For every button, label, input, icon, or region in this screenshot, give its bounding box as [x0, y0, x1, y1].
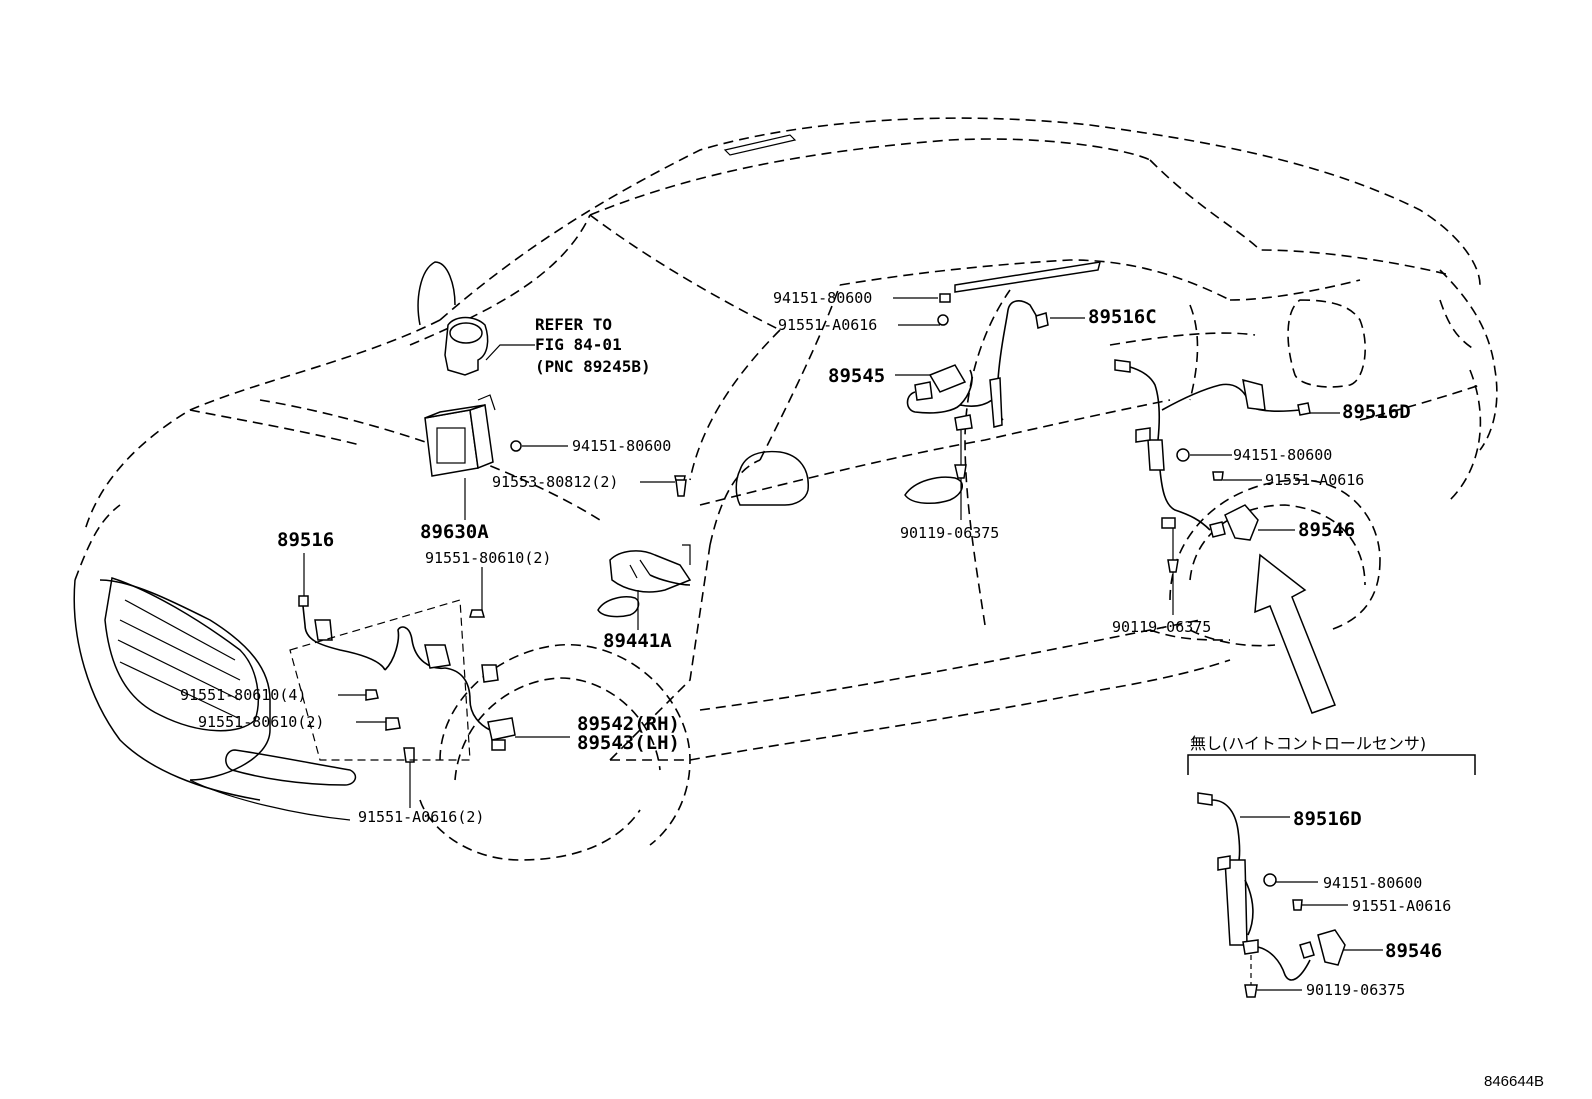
height-control-sensor-part: [906, 293, 973, 431]
inset-no-height-sensor: [1187, 754, 1476, 998]
front-speed-sensor-part: [487, 717, 516, 751]
callout-91551-A0616-rear: 91551-A0616: [1265, 471, 1364, 489]
inset-callout-89516D: 89516D: [1293, 808, 1362, 830]
inset-callout-90119-06375: 90119-06375: [1306, 981, 1405, 999]
callout-94151-80600-rear: 94151-80600: [1233, 446, 1332, 464]
callout-89543-lh: 89543(LH): [577, 732, 680, 754]
callout-94151-80600-top: 94151-80600: [773, 289, 872, 307]
inset-callout-94151-80600: 94151-80600: [1323, 874, 1422, 892]
control-computer-part: [424, 394, 496, 477]
callout-89545: 89545: [828, 365, 885, 387]
inset-title: 無し(ハイトコントロールセンサ): [1190, 734, 1426, 753]
parts: [289, 293, 1336, 763]
front-sensor-wire-part: [298, 595, 499, 731]
callout-89542-rh: 89542(RH): [577, 713, 680, 735]
callout-91551-80610-2-upper: 91551-80610(2): [425, 549, 551, 567]
rear-wire-d-part: [1114, 359, 1311, 573]
callout-90119-06375-rear: 90119-06375: [1112, 618, 1211, 636]
callout-91551-A0616-top: 91551-A0616: [778, 316, 877, 334]
reference-note-line2: FIG 84-01: [535, 335, 622, 354]
inset-callout-91551-A0616: 91551-A0616: [1352, 897, 1451, 915]
leader-lines: [303, 297, 1340, 808]
callout-91551-80610-4: 91551-80610(4): [180, 686, 306, 704]
callout-89546: 89546: [1298, 519, 1355, 541]
labels: REFER TO FIG 84-01 (PNC 89245B) 94151-80…: [180, 289, 1544, 1090]
callout-94151-80600-front: 94151-80600: [572, 437, 671, 455]
callout-89630A: 89630A: [420, 521, 489, 543]
rear-wire-c-part: [959, 300, 1049, 428]
callout-91551-80610-2-lower: 91551-80610(2): [198, 713, 324, 731]
inset-callout-89546: 89546: [1385, 940, 1442, 962]
callout-90119-06375-center: 90119-06375: [900, 524, 999, 542]
callout-89516: 89516: [277, 529, 334, 551]
yaw-rate-sensor-part: [609, 475, 692, 593]
view-arrow: [1254, 553, 1336, 714]
callout-89516C: 89516C: [1088, 306, 1157, 328]
callout-91551-A0616-2: 91551-A0616(2): [358, 808, 484, 826]
reference-note-line1: REFER TO: [535, 315, 612, 334]
callout-89441A: 89441A: [603, 630, 672, 652]
callout-91553-80812: 91553-80812(2): [492, 473, 618, 491]
callout-89516D: 89516D: [1342, 401, 1411, 423]
rear-speed-sensor-part: [1176, 448, 1259, 541]
figure-code: 846644B: [1484, 1073, 1544, 1090]
reference-note-line3: (PNC 89245B): [535, 357, 651, 376]
